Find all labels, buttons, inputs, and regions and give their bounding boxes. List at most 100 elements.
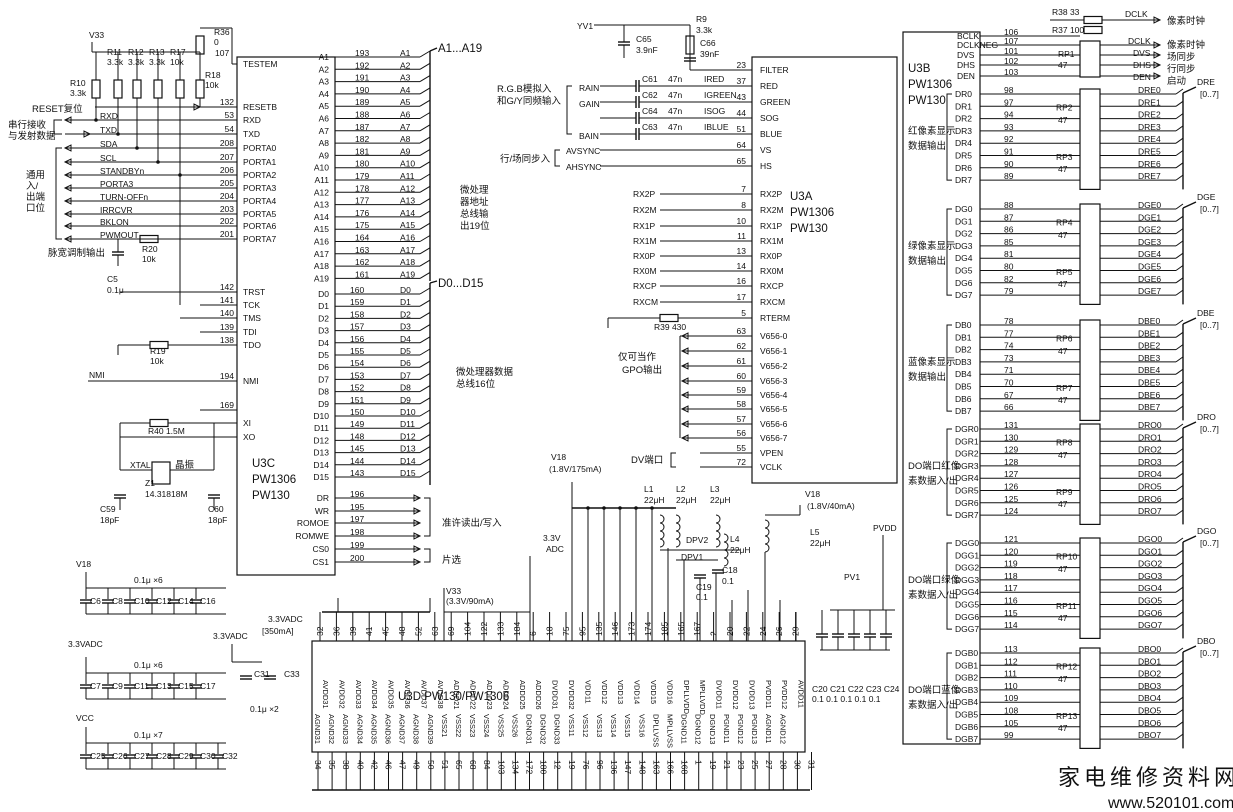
pin-number: 143	[350, 468, 364, 478]
pin-name: VSS22	[454, 714, 463, 737]
pin-name: PORTA3	[243, 183, 276, 193]
pin-number: 168	[680, 760, 690, 774]
net-label: DGE1	[1138, 212, 1161, 222]
label: C19	[696, 582, 712, 592]
pin-name: VS	[760, 145, 772, 155]
arrow-icon	[63, 144, 72, 152]
pin-number: 160	[350, 285, 364, 295]
net-label: A4	[400, 85, 411, 95]
pin-name: DGG5	[955, 600, 979, 610]
label: 47	[1058, 499, 1068, 509]
label: DPV1	[681, 552, 703, 562]
wire	[419, 148, 431, 156]
pin-number: 133	[495, 622, 505, 636]
pin-number: 106	[1004, 27, 1018, 37]
net-label: SDA	[100, 139, 118, 149]
label: 0.1	[722, 576, 734, 586]
chip-title: U3B	[908, 63, 931, 75]
pin-name: D10	[313, 411, 329, 421]
pin-name: A12	[314, 187, 329, 197]
pin-name: DG1	[955, 216, 973, 226]
pin-name: DGR5	[955, 486, 979, 496]
pin-number: 96	[595, 760, 605, 770]
label: 39nF	[700, 49, 719, 59]
pin-number: 24	[758, 626, 768, 636]
bus-range: [0..7]	[1200, 89, 1219, 99]
net-label: DBO3	[1138, 681, 1161, 691]
label: 14.31818M	[145, 489, 188, 499]
net-label: DGO1	[1138, 546, 1162, 556]
annotation: 片选	[442, 554, 462, 566]
pin-number: 73	[1004, 353, 1014, 363]
annotation: 仅可当作	[618, 351, 657, 363]
bus-label: DBE	[1197, 308, 1215, 318]
net-label: D2	[400, 309, 411, 319]
net-label: DGE4	[1138, 249, 1161, 259]
pin-number: 199	[350, 540, 364, 550]
pin-name: PORTA1	[243, 157, 276, 167]
pin-name: V656-3	[760, 376, 788, 386]
net-label: RX2P	[633, 189, 656, 199]
resistor-pack	[1079, 537, 1101, 640]
pin-name: A16	[314, 237, 329, 247]
pin-name: DG4	[955, 253, 973, 263]
bus-range: [0..7]	[1200, 320, 1219, 330]
pin-name: NMI	[243, 376, 259, 386]
pin-name: DGB5	[955, 710, 978, 720]
cap-label: C28	[156, 751, 172, 761]
net-label: D15	[400, 468, 416, 478]
wire	[1175, 684, 1184, 691]
chip-title: PW1306	[908, 79, 952, 91]
label: 18pF	[208, 515, 227, 525]
wire	[1182, 317, 1197, 325]
pin-number: 142	[220, 282, 234, 292]
label: V33	[446, 586, 461, 596]
wire	[419, 62, 431, 70]
pin-number: 95	[577, 626, 587, 636]
net-label: DBO5	[1138, 706, 1161, 716]
resistor	[1083, 15, 1103, 25]
pin-name: PORTA5	[243, 209, 276, 219]
pin-name: AGND36	[384, 714, 393, 744]
pin-name: AGND37	[398, 714, 407, 744]
pin-name: DGR1	[955, 436, 979, 446]
pin-name: PVDD12	[780, 680, 789, 709]
wire	[1175, 393, 1184, 400]
pin-number: 31	[807, 760, 817, 770]
bus-range: [0..7]	[1200, 424, 1219, 434]
arrow-icon	[63, 222, 72, 230]
pin-name: TESTEM	[243, 59, 277, 69]
pin-number: 69	[446, 626, 456, 636]
label: RP9	[1056, 487, 1073, 497]
io-label: 通用	[26, 170, 45, 181]
pin-name: DR6	[955, 163, 972, 173]
label: RP11	[1056, 601, 1077, 611]
net-label: DGO3	[1138, 571, 1162, 581]
pin-name: ROMOE	[297, 518, 329, 528]
pin-name: AVDD36	[403, 680, 412, 709]
wire	[1175, 228, 1184, 235]
label: R11	[107, 47, 122, 57]
pin-name: D12	[313, 435, 329, 445]
net-label: D10	[400, 407, 416, 417]
label: C64	[642, 106, 658, 116]
pin-number: 156	[350, 334, 364, 344]
label: DCLK	[1128, 36, 1151, 46]
pin-number: 82	[1004, 274, 1014, 284]
net-label: A10	[400, 159, 415, 169]
net-label: DBE6	[1138, 390, 1160, 400]
pin-number: 203	[220, 204, 234, 214]
wire	[419, 210, 431, 218]
bracket	[946, 208, 952, 296]
wire	[419, 324, 431, 332]
wire	[419, 470, 431, 478]
inductor-l5	[764, 519, 770, 553]
label: 47	[1058, 279, 1068, 289]
wire	[1175, 137, 1184, 144]
pin-name: DGND12	[694, 714, 703, 744]
wire	[1175, 472, 1184, 479]
chip-title: PW1306	[790, 207, 834, 219]
pin-number: 75	[561, 626, 571, 636]
label: 22μH	[710, 495, 731, 505]
pin-name: A17	[314, 249, 329, 259]
